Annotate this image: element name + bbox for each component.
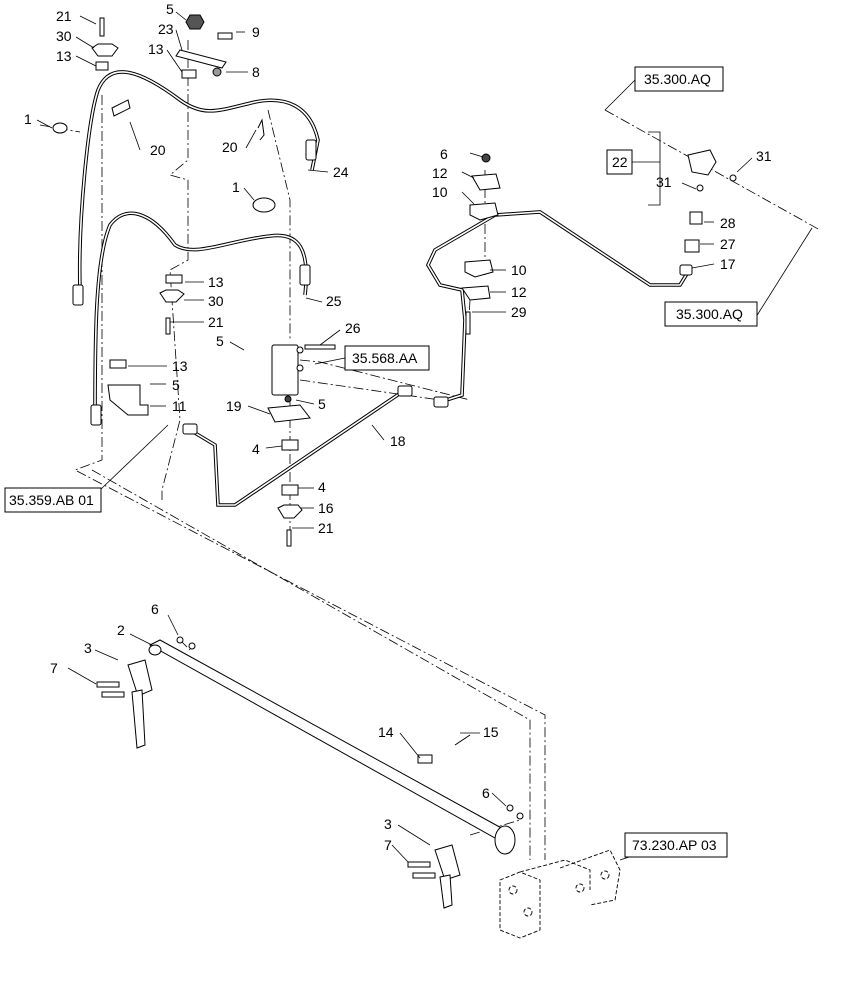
tube-18 xyxy=(189,388,407,507)
callout-22-box: 22 xyxy=(606,149,633,175)
callout-1: 1 xyxy=(24,111,32,127)
callout-14: 14 xyxy=(378,724,394,740)
callout-24: 24 xyxy=(333,164,349,180)
callout-13: 13 xyxy=(172,358,188,374)
callout-13: 13 xyxy=(56,48,72,64)
callout-29: 29 xyxy=(511,304,527,320)
callout-28: 28 xyxy=(720,215,736,231)
callout-21: 21 xyxy=(56,8,72,24)
callout-31: 31 xyxy=(656,174,672,190)
callout-19: 19 xyxy=(226,398,242,414)
callout-20: 20 xyxy=(150,142,166,158)
hose-fittings xyxy=(72,139,693,435)
callout-17: 17 xyxy=(720,256,736,272)
callout-26: 26 xyxy=(345,320,361,336)
ref-leaders xyxy=(99,79,813,861)
callout-3: 3 xyxy=(384,816,392,832)
ref-35-359[interactable]: 35.359.AB 01 xyxy=(4,487,102,513)
callout-21: 21 xyxy=(318,520,334,536)
leader-lines xyxy=(36,11,753,863)
ref-35-300-top-label: 35.300.AQ xyxy=(644,71,711,87)
callout-6: 6 xyxy=(440,146,448,162)
ref-35-300-bottom-label: 35.300.AQ xyxy=(676,306,743,322)
alignment-lines xyxy=(39,40,821,860)
callout-27: 27 xyxy=(720,236,736,252)
callout-25: 25 xyxy=(326,293,342,309)
callout-3: 3 xyxy=(84,640,92,656)
shaft-assembly xyxy=(96,636,524,909)
ref-35-568[interactable]: 35.568.AA xyxy=(344,345,430,371)
ref-35-359-label: 35.359.AB 01 xyxy=(9,492,94,508)
callout-20: 20 xyxy=(222,139,238,155)
hose-upper xyxy=(77,70,320,291)
ref-35-568-label: 35.568.AA xyxy=(352,350,418,366)
tube-17 xyxy=(425,210,690,404)
callout-7: 7 xyxy=(384,837,392,853)
ref-35-300-top[interactable]: 35.300.AQ xyxy=(634,66,724,92)
callout-13: 13 xyxy=(148,41,164,57)
callout-1: 1 xyxy=(232,179,240,195)
callout-31: 31 xyxy=(756,148,772,164)
callout-18: 18 xyxy=(390,433,406,449)
small-parts xyxy=(52,14,737,547)
callout-15: 15 xyxy=(483,724,499,740)
callout-labels: 21 30 13 5 23 9 13 8 1 20 20 24 1 13 30 … xyxy=(24,1,772,853)
callout-8: 8 xyxy=(252,64,260,80)
valve-block-ghost xyxy=(499,849,621,939)
callout-5: 5 xyxy=(172,377,180,393)
callout-13: 13 xyxy=(208,274,224,290)
callout-30: 30 xyxy=(208,293,224,309)
callout-10: 10 xyxy=(511,262,527,278)
callout-30: 30 xyxy=(56,28,72,44)
callout-4: 4 xyxy=(318,479,326,495)
callout-4: 4 xyxy=(252,441,260,457)
hose-middle xyxy=(93,211,308,421)
svg-text:22: 22 xyxy=(612,154,628,170)
callout-7: 7 xyxy=(50,660,58,676)
callout-23: 23 xyxy=(158,21,174,37)
callout-16: 16 xyxy=(318,500,334,516)
callout-21: 21 xyxy=(208,314,224,330)
callout-9: 9 xyxy=(252,24,260,40)
callout-10: 10 xyxy=(432,184,448,200)
callout-11: 11 xyxy=(172,398,187,414)
callout-5: 5 xyxy=(318,396,326,412)
callout-6: 6 xyxy=(151,601,159,617)
callout-12: 12 xyxy=(432,165,448,181)
callout-2: 2 xyxy=(117,622,125,638)
ref-73-230[interactable]: 73.230.AP 03 xyxy=(624,832,728,858)
ref-35-300-bottom[interactable]: 35.300.AQ xyxy=(664,301,758,327)
callout-6: 6 xyxy=(482,785,490,801)
callout-5: 5 xyxy=(216,333,224,349)
ref-73-230-label: 73.230.AP 03 xyxy=(632,837,717,853)
callout-5: 5 xyxy=(166,1,174,17)
callout-12: 12 xyxy=(511,284,527,300)
